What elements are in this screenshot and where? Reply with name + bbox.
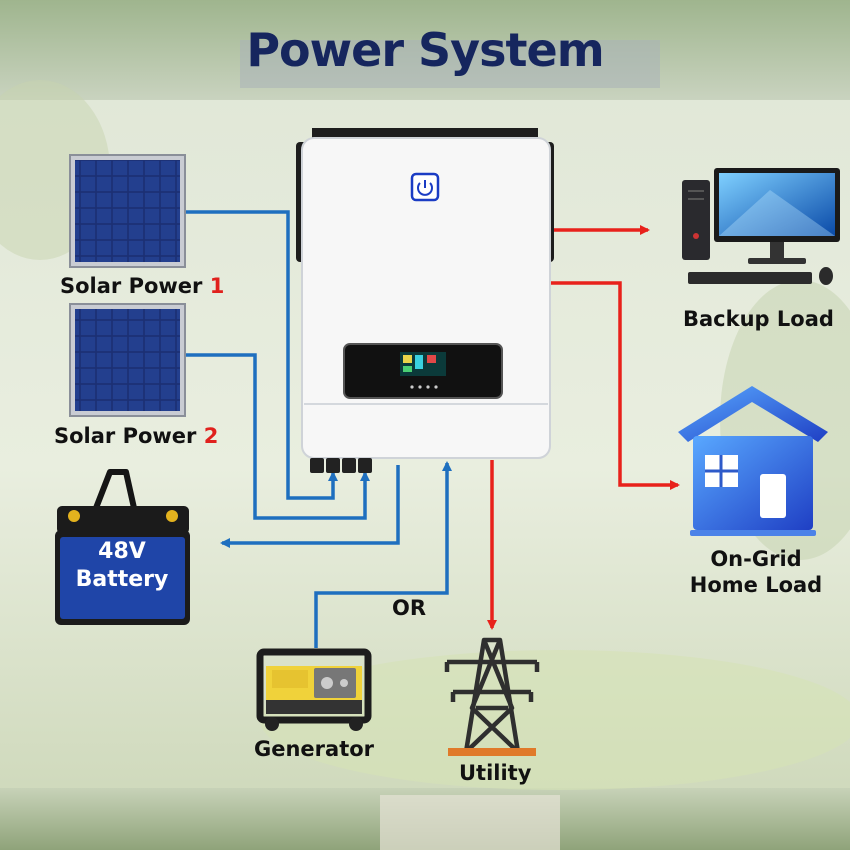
battery-wire <box>220 465 400 548</box>
page-title: Power System <box>246 23 604 77</box>
solar-panel-2 <box>69 303 186 417</box>
label-utility: Utility <box>459 761 532 785</box>
battery-icon <box>55 469 190 625</box>
label-on-grid-home-load: On-Grid Home Load <box>689 547 823 597</box>
label-battery: 48V Battery <box>60 538 184 594</box>
lawn-decoration <box>260 650 850 790</box>
inverter-connectors <box>310 458 372 473</box>
power-icon <box>410 172 440 202</box>
label-generator: Generator <box>254 737 375 761</box>
solar2-wire <box>185 353 370 520</box>
solar1-wire <box>185 210 338 500</box>
dc-wires <box>185 210 452 648</box>
title-banner: Power System <box>0 0 850 100</box>
battery-name-label: Battery <box>75 567 169 592</box>
generator-wire <box>314 461 452 648</box>
inverter-buttons <box>410 385 438 389</box>
house-icon <box>678 386 828 536</box>
home-load-wire <box>550 281 680 490</box>
label-solar-power-1: Solar Power 1 <box>60 274 225 298</box>
battery-voltage-label: 48V <box>98 539 146 564</box>
bottom-house-decoration <box>380 795 560 850</box>
solar-panel-1 <box>69 154 186 268</box>
label-or: OR <box>392 596 427 620</box>
ac-wires <box>487 225 680 630</box>
top-roof-decoration <box>240 40 660 88</box>
generator-icon <box>256 648 372 731</box>
tower-base <box>448 748 536 756</box>
label-backup-load: Backup Load <box>683 307 834 331</box>
transmission-tower-icon <box>444 637 540 754</box>
label-solar-power-2: Solar Power 2 <box>54 424 219 448</box>
inverter <box>296 128 554 473</box>
computer-icon <box>682 168 840 285</box>
inverter-mount-bracket <box>312 128 538 138</box>
